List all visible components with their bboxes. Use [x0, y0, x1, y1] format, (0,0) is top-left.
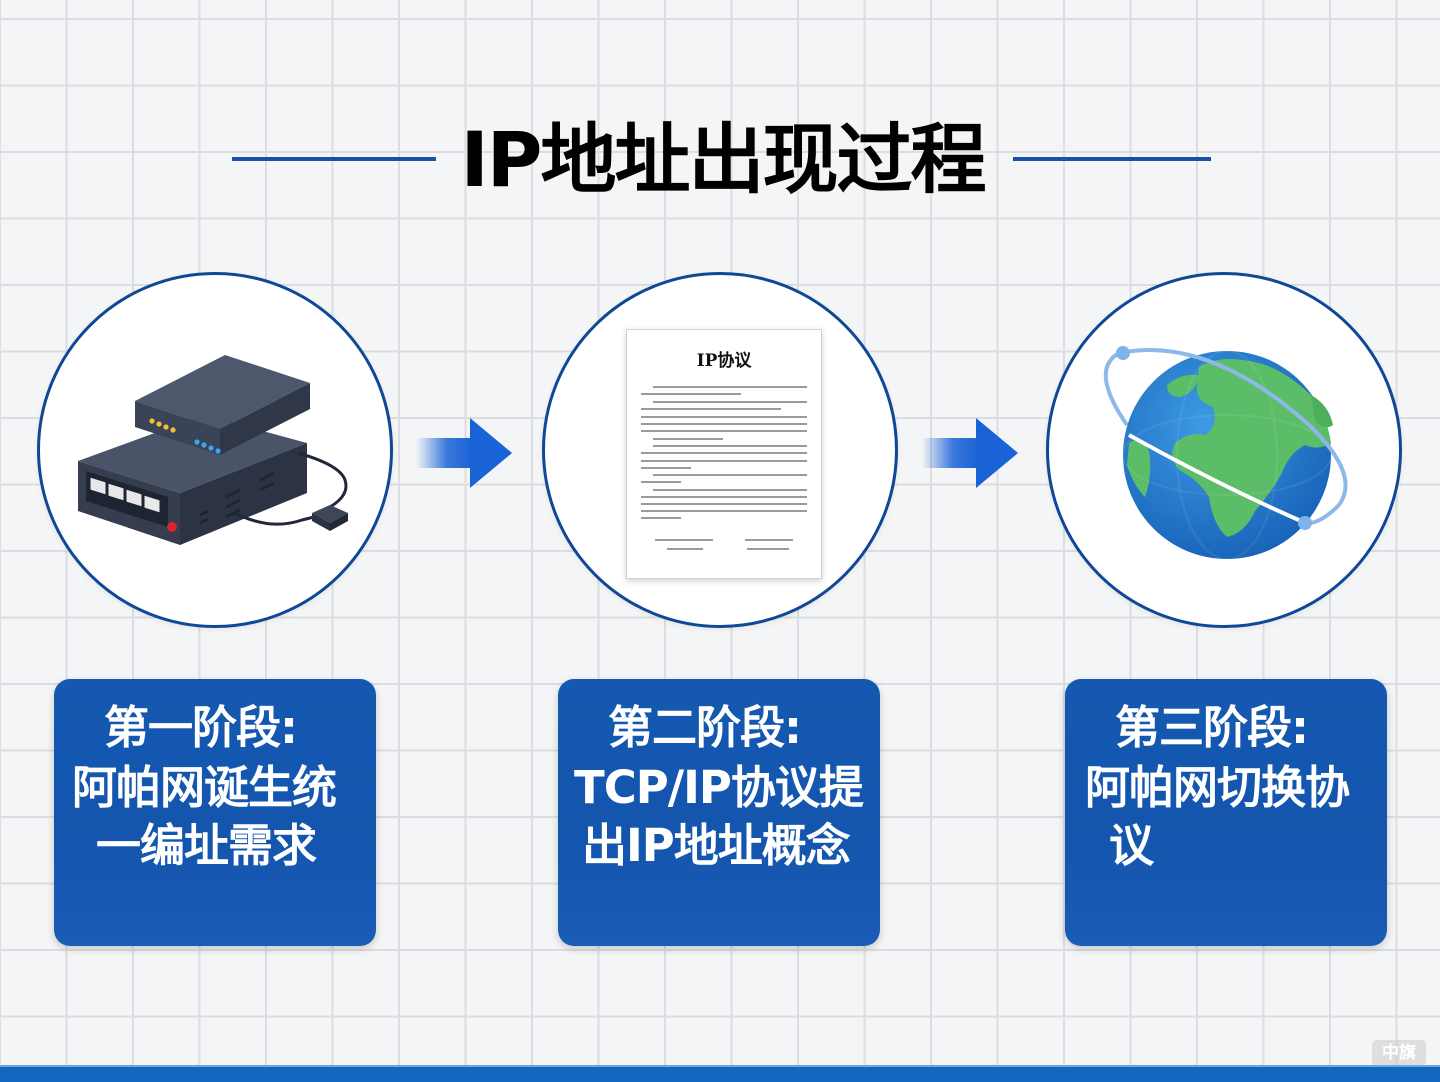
- stage-2-heading: 第二阶段:: [608, 701, 802, 754]
- stage-3-desc-line-2: 议: [1109, 819, 1154, 872]
- stage-1-card: 第一阶段: 阿帕网诞生统 一编址需求: [54, 679, 376, 946]
- stage-1-desc-line-1: 阿帕网诞生统: [72, 761, 337, 814]
- arrow-right-icon: [922, 418, 1018, 488]
- protocol-document-icon: IP协议: [626, 329, 822, 579]
- title-divider-left: [232, 157, 436, 161]
- stage-3-heading: 第三阶段:: [1115, 701, 1309, 754]
- stage-3-card: 第三阶段: 阿帕网切换协 议: [1065, 679, 1387, 946]
- page-title: IP地址出现过程: [460, 115, 987, 204]
- network-switch-router-icon: [78, 355, 348, 545]
- arrow-right-icon: [416, 418, 512, 488]
- stage-1-desc-line-2: 一编址需求: [96, 819, 317, 872]
- document-title: IP协议: [696, 351, 752, 371]
- stage-3-desc-line-1: 阿帕网切换协: [1085, 761, 1350, 814]
- stage-1-heading: 第一阶段:: [104, 701, 298, 754]
- stage-2-illustration: IP协议: [542, 272, 898, 628]
- bottom-accent-bar: [0, 1065, 1440, 1082]
- stage-1-illustration: [37, 272, 393, 628]
- globe-orbit-icon: [1103, 346, 1348, 560]
- watermark-badge: 中旗: [1372, 1040, 1426, 1066]
- stage-2-desc-line-2: 出IP地址概念: [582, 819, 851, 872]
- stage-3-illustration: [1046, 272, 1402, 628]
- stage-2-card: 第二阶段: TCP/IP协议提 出IP地址概念: [558, 679, 880, 946]
- title-divider-right: [1013, 157, 1211, 161]
- stage-2-desc-line-1: TCP/IP协议提: [574, 761, 864, 814]
